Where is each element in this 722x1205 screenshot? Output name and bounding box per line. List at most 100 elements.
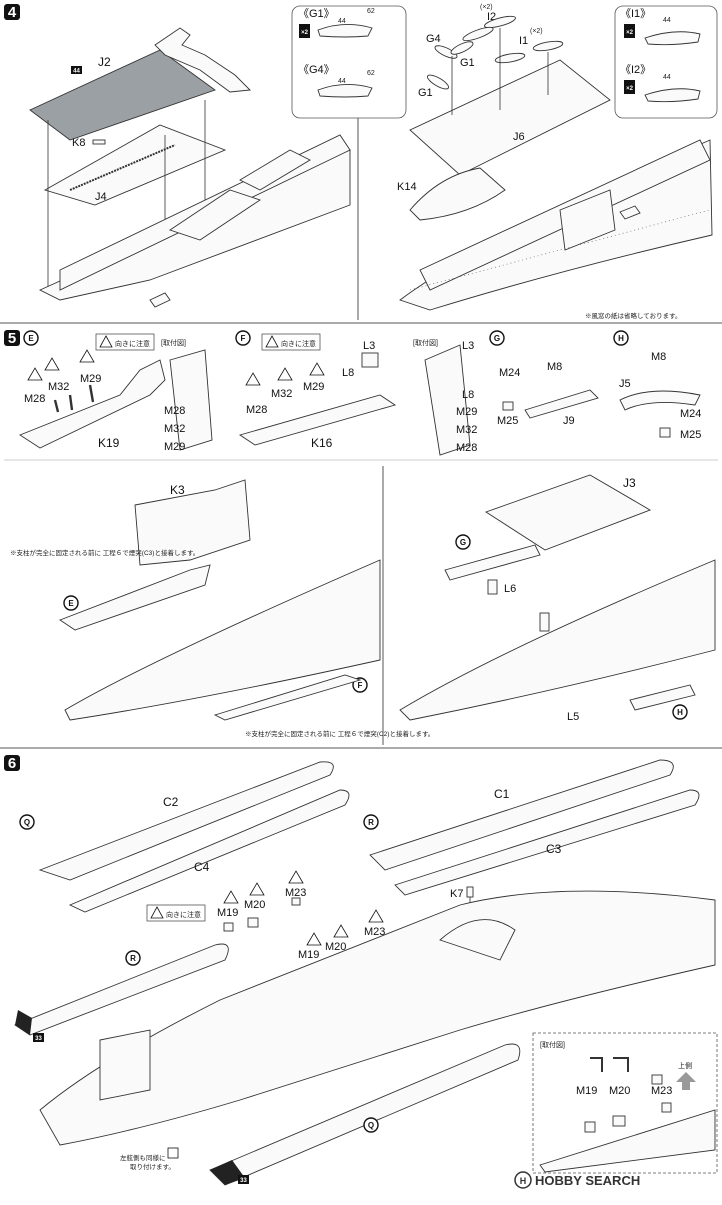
- k19-part: [19, 359, 166, 449]
- svg-text:H: H: [677, 708, 683, 717]
- m19-attached: [584, 1121, 596, 1133]
- svg-text:×2: ×2: [301, 30, 309, 36]
- svg-text:E: E: [28, 334, 34, 343]
- svg-text:44: 44: [663, 17, 671, 24]
- superstructure-left: [168, 189, 262, 241]
- boat-i1-part: [644, 31, 701, 46]
- k14-part: [409, 167, 506, 221]
- warning-icon: [333, 924, 349, 938]
- boat-g4: [434, 45, 458, 59]
- svg-text:M24: M24: [499, 367, 520, 379]
- warning-icon: [223, 890, 239, 904]
- svg-text:上側: 上側: [678, 1061, 692, 1070]
- j5-part: [619, 390, 701, 411]
- j3-deck-part: [484, 474, 652, 551]
- svg-text:E: E: [68, 599, 74, 608]
- callout-i1: 《I1》: [620, 7, 651, 20]
- tag-q: [363, 1117, 379, 1133]
- warning-icon: [245, 372, 261, 386]
- boat-g1-part: [317, 24, 373, 38]
- boat-g1: [450, 41, 474, 55]
- label-g1: G1: [418, 87, 433, 99]
- svg-text:M25: M25: [497, 415, 518, 427]
- svg-text:G: G: [460, 538, 466, 547]
- svg-text:62: 62: [367, 70, 375, 77]
- boat-i2: [462, 26, 494, 42]
- svg-text:M19: M19: [576, 1085, 597, 1097]
- svg-text:向きに注意: 向きに注意: [281, 339, 316, 348]
- svg-text:H: H: [618, 334, 624, 343]
- label-k16: K16: [311, 436, 333, 450]
- label-g1: G1: [460, 57, 475, 69]
- svg-text:M24: M24: [680, 408, 701, 420]
- m23-part: [291, 897, 301, 906]
- svg-text:M20: M20: [609, 1085, 630, 1097]
- m25-part: [659, 427, 671, 438]
- hull-step6: [39, 890, 716, 1146]
- tag-q: [19, 814, 35, 830]
- svg-text:M19: M19: [217, 907, 238, 919]
- label-k3: K3: [170, 483, 185, 497]
- svg-text:44: 44: [73, 69, 80, 75]
- svg-text:M32: M32: [164, 423, 185, 435]
- l6-part: [487, 579, 498, 595]
- svg-text:L6: L6: [504, 583, 516, 595]
- svg-text:M29: M29: [456, 406, 477, 418]
- warning-icon: [277, 367, 293, 381]
- note-c3: ※支柱が完全に固定される前に 工程６で煙突(C3)と接着します。: [10, 548, 199, 557]
- c4-part: [68, 789, 350, 913]
- svg-text:M8: M8: [547, 361, 562, 373]
- c2-part: [38, 761, 334, 881]
- label-c1: C1: [494, 787, 510, 801]
- svg-text:33: 33: [240, 1178, 247, 1184]
- step-4: 4 44 J2 K8 J4 《G1》 ×2 44 62 《G4》: [4, 4, 718, 320]
- svg-text:(×2): (×2): [530, 28, 543, 35]
- svg-text:[取付図]: [取付図]: [540, 1040, 565, 1049]
- m20-attached: [612, 1115, 626, 1127]
- attach-diagram-box: [532, 1032, 718, 1174]
- tag-r: [125, 950, 141, 966]
- attach-f-part: [424, 344, 471, 456]
- funnel-q-part: [209, 1043, 521, 1186]
- step-5: 5 E 向きに注意 [取付図] M28 M32 M29 K19 M28 M32 …: [4, 330, 718, 745]
- svg-text:K7: K7: [450, 888, 463, 900]
- svg-text:44: 44: [338, 18, 346, 25]
- svg-text:J5: J5: [619, 378, 631, 390]
- j2-deck-part: [29, 49, 216, 141]
- arrow-marker: [149, 292, 171, 308]
- warning-icon: [288, 870, 304, 884]
- step-6-number: 6: [8, 755, 16, 772]
- multiplier-badge: [624, 80, 635, 94]
- svg-text:L3: L3: [363, 340, 375, 352]
- j6-deck-part: [409, 59, 611, 176]
- port-note-2: 取り付けます。: [130, 1162, 175, 1171]
- svg-text:向きに注意: 向きに注意: [166, 910, 201, 919]
- j4-deck-part: [43, 124, 227, 206]
- port-icon: [167, 1147, 179, 1159]
- note-c2: ※支柱が完全に固定される前に 工程６で煙突(C2)と接着します。: [245, 729, 434, 738]
- boat-i2: [484, 15, 516, 29]
- superstructure-step6: [99, 1029, 151, 1101]
- l3-part: [361, 352, 379, 368]
- svg-text:M32: M32: [271, 388, 292, 400]
- svg-text:L5: L5: [567, 711, 579, 723]
- svg-text:Q: Q: [24, 818, 30, 827]
- tag-r: [363, 814, 379, 830]
- label-k14: K14: [397, 181, 417, 193]
- label-k8: K8: [72, 137, 85, 149]
- k8-part: [92, 139, 106, 145]
- watermark-logo-icon: [514, 1171, 532, 1189]
- g-assembly: [444, 544, 541, 581]
- svg-text:M23: M23: [651, 1085, 672, 1097]
- funnel-cap: [210, 1160, 245, 1185]
- step-4-number: 4: [8, 4, 17, 21]
- e-assembly: [59, 564, 211, 631]
- strut-parts: [53, 384, 95, 413]
- up-arrow-icon: [676, 1072, 696, 1090]
- step-4-note: ※風窓の紙は省略しております。: [585, 311, 681, 320]
- warning-icon: [99, 335, 113, 348]
- funnel-part: [154, 27, 251, 93]
- svg-text:M29: M29: [303, 381, 324, 393]
